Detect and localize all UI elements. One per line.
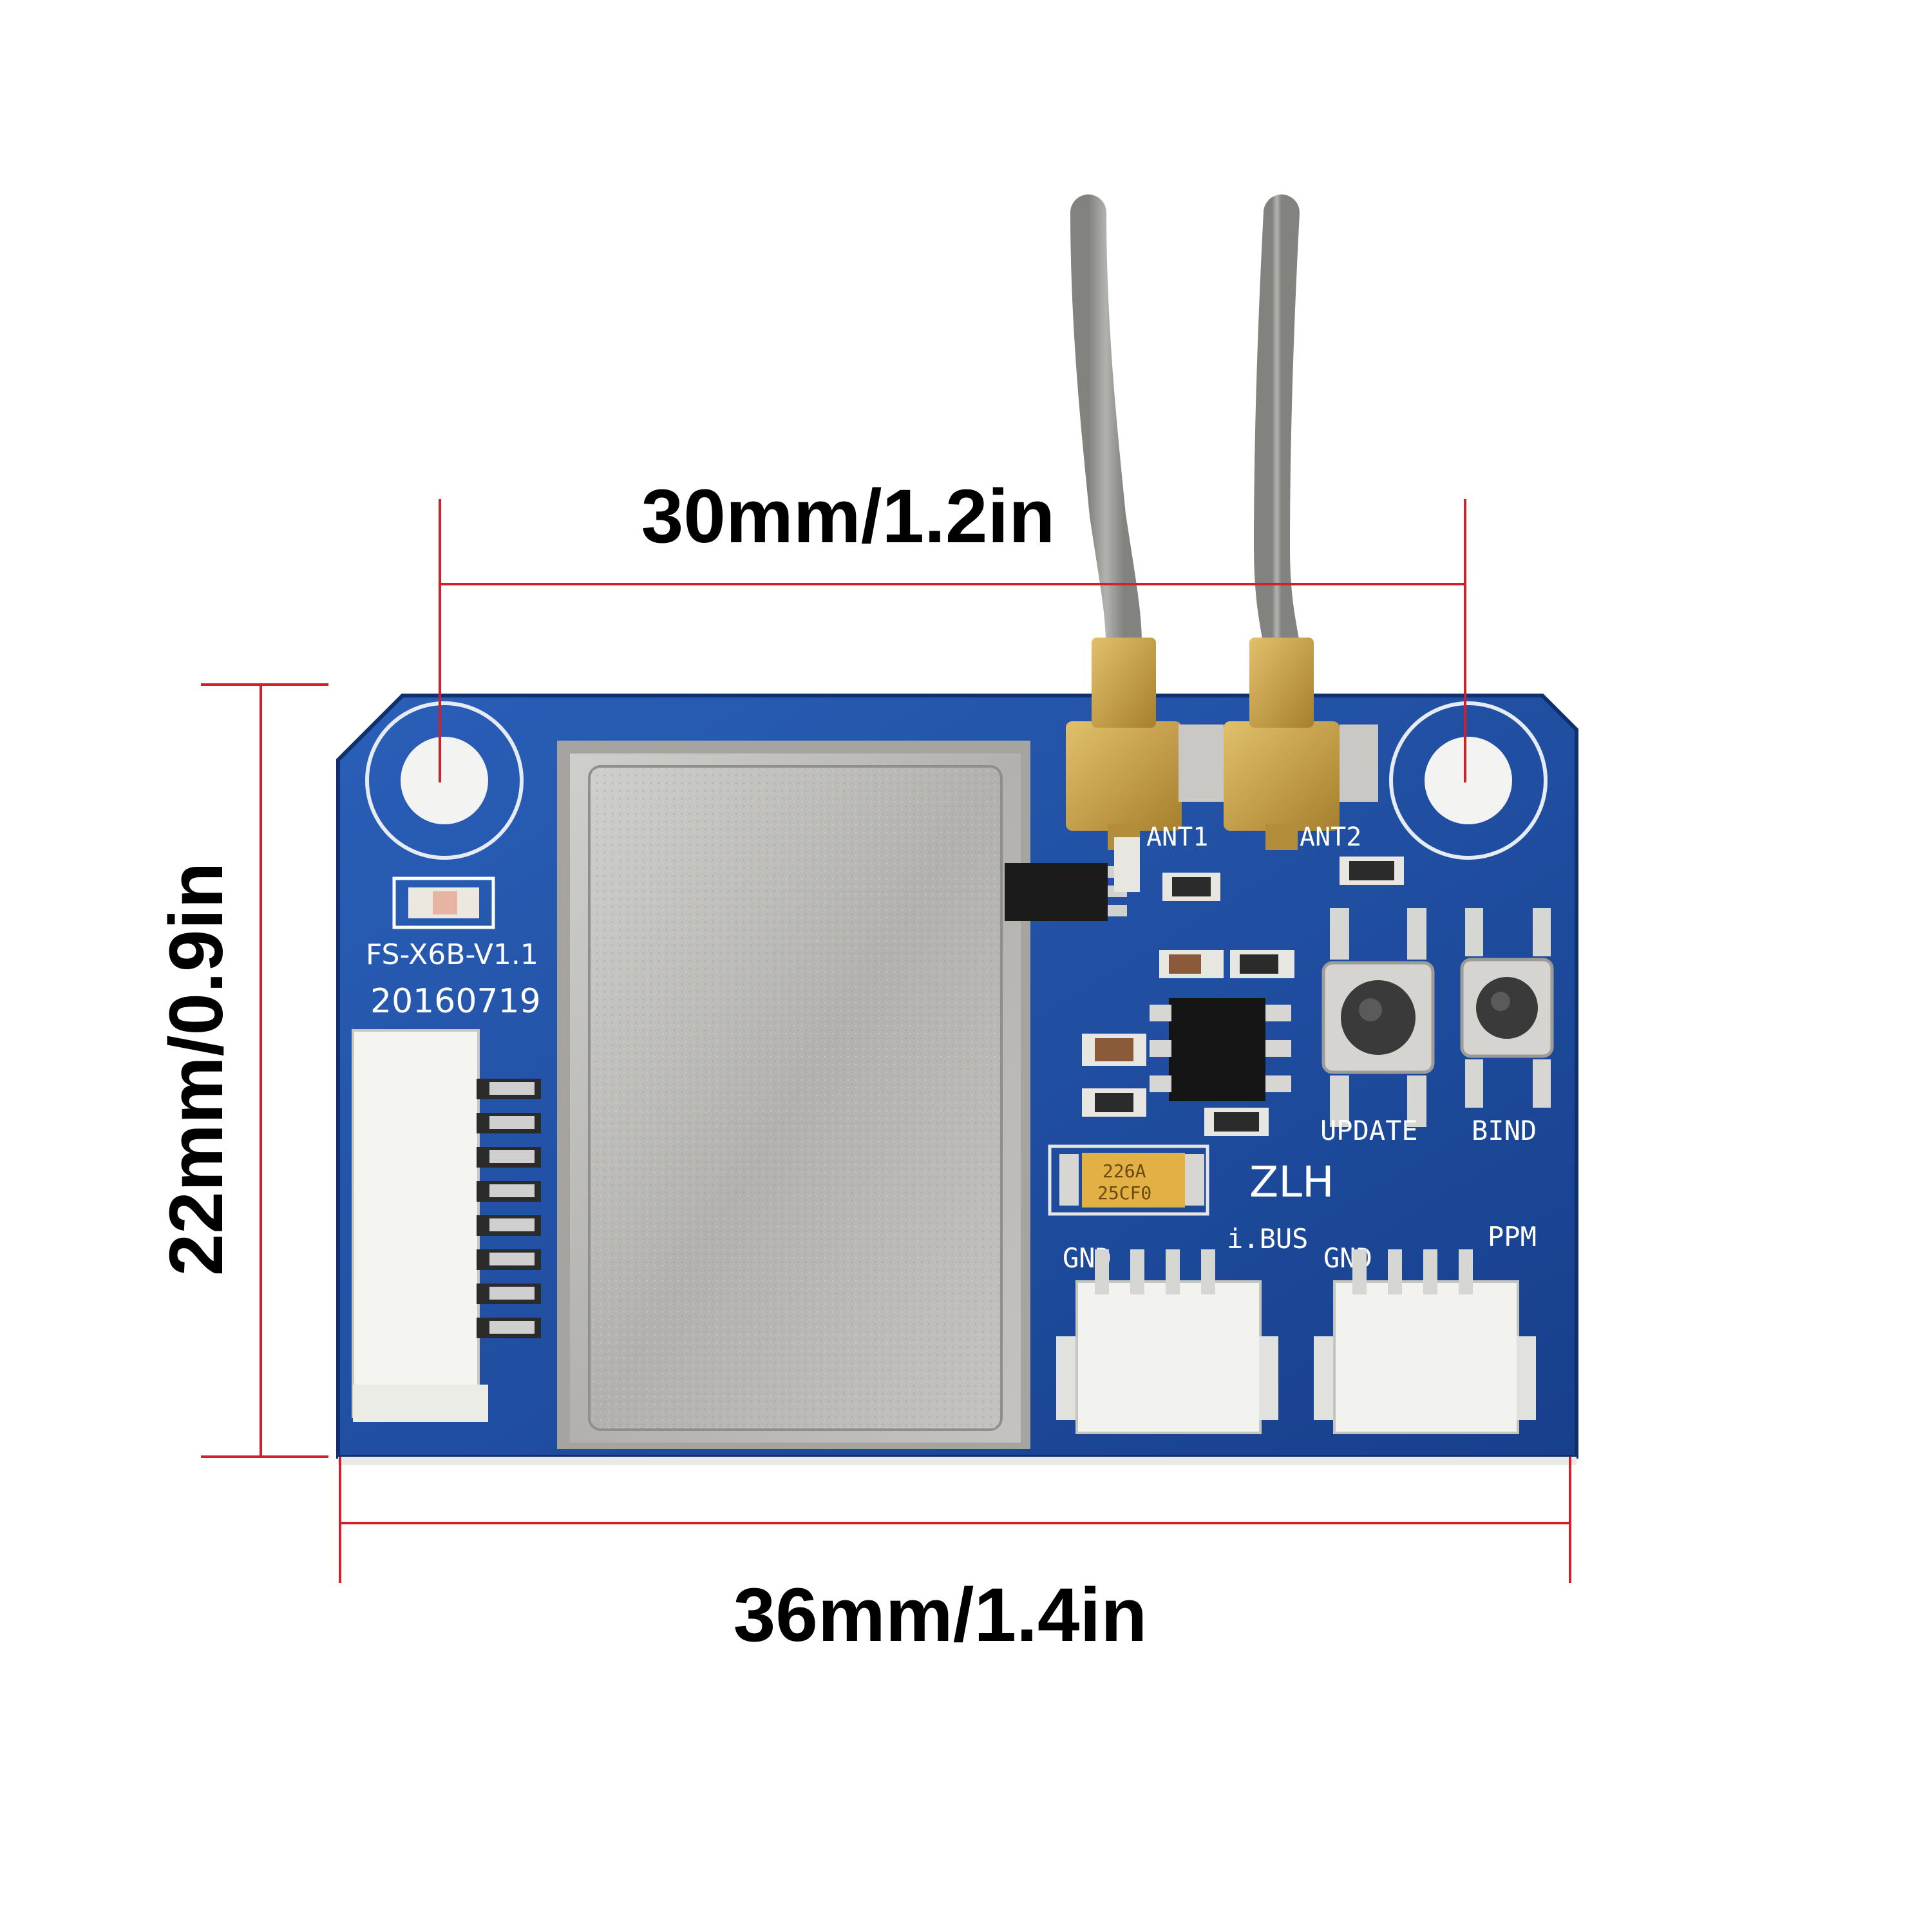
ppm-connector bbox=[1314, 1249, 1536, 1434]
maker-mark: ZLH bbox=[1249, 1157, 1334, 1207]
capacitor-marking-2: 25CF0 bbox=[1097, 1182, 1151, 1204]
board-width-label: 36mm/1.4in bbox=[734, 1573, 1148, 1658]
board-date-label: 20160719 bbox=[370, 982, 541, 1021]
board-height-label: 22mm/0.9in bbox=[154, 862, 239, 1276]
antenna-cable-2 bbox=[1253, 194, 1300, 662]
capacitor-marking-1: 226A bbox=[1103, 1160, 1146, 1182]
ufl-connector-1 bbox=[1066, 638, 1182, 850]
ppm-label: PPM bbox=[1488, 1221, 1537, 1253]
tantalum-capacitor: 226A 25CF0 bbox=[1048, 1144, 1209, 1216]
receiver-pcb: FS-X6B-V1.1 20160719 bbox=[336, 638, 1578, 1465]
antenna-cable-1 bbox=[1070, 194, 1142, 662]
bind-button[interactable] bbox=[1460, 908, 1554, 1108]
dimension-lines bbox=[201, 499, 1571, 1583]
ant1-label: ANT1 bbox=[1146, 822, 1208, 852]
hole-spacing-label: 30mm/1.2in bbox=[641, 474, 1056, 559]
rf-shield-can bbox=[557, 741, 1030, 1449]
servo-side-connector bbox=[352, 1029, 541, 1422]
antenna-cables bbox=[1070, 194, 1300, 662]
update-button[interactable] bbox=[1321, 908, 1435, 1127]
mounting-hole-left bbox=[365, 701, 524, 860]
update-button-label: UPDATE bbox=[1320, 1115, 1418, 1146]
board-model-label: FS-X6B-V1.1 bbox=[366, 938, 538, 971]
bind-button-label: BIND bbox=[1472, 1115, 1537, 1146]
ufl-connector-2 bbox=[1224, 638, 1340, 850]
mounting-hole-right bbox=[1389, 701, 1548, 860]
smd-components bbox=[1005, 837, 1404, 1136]
ant2-label: ANT2 bbox=[1300, 822, 1361, 852]
ibus-label: i.BUS bbox=[1227, 1223, 1308, 1255]
status-led bbox=[392, 876, 495, 929]
ibus-connector bbox=[1056, 1249, 1278, 1434]
voltage-regulator bbox=[1150, 998, 1291, 1101]
